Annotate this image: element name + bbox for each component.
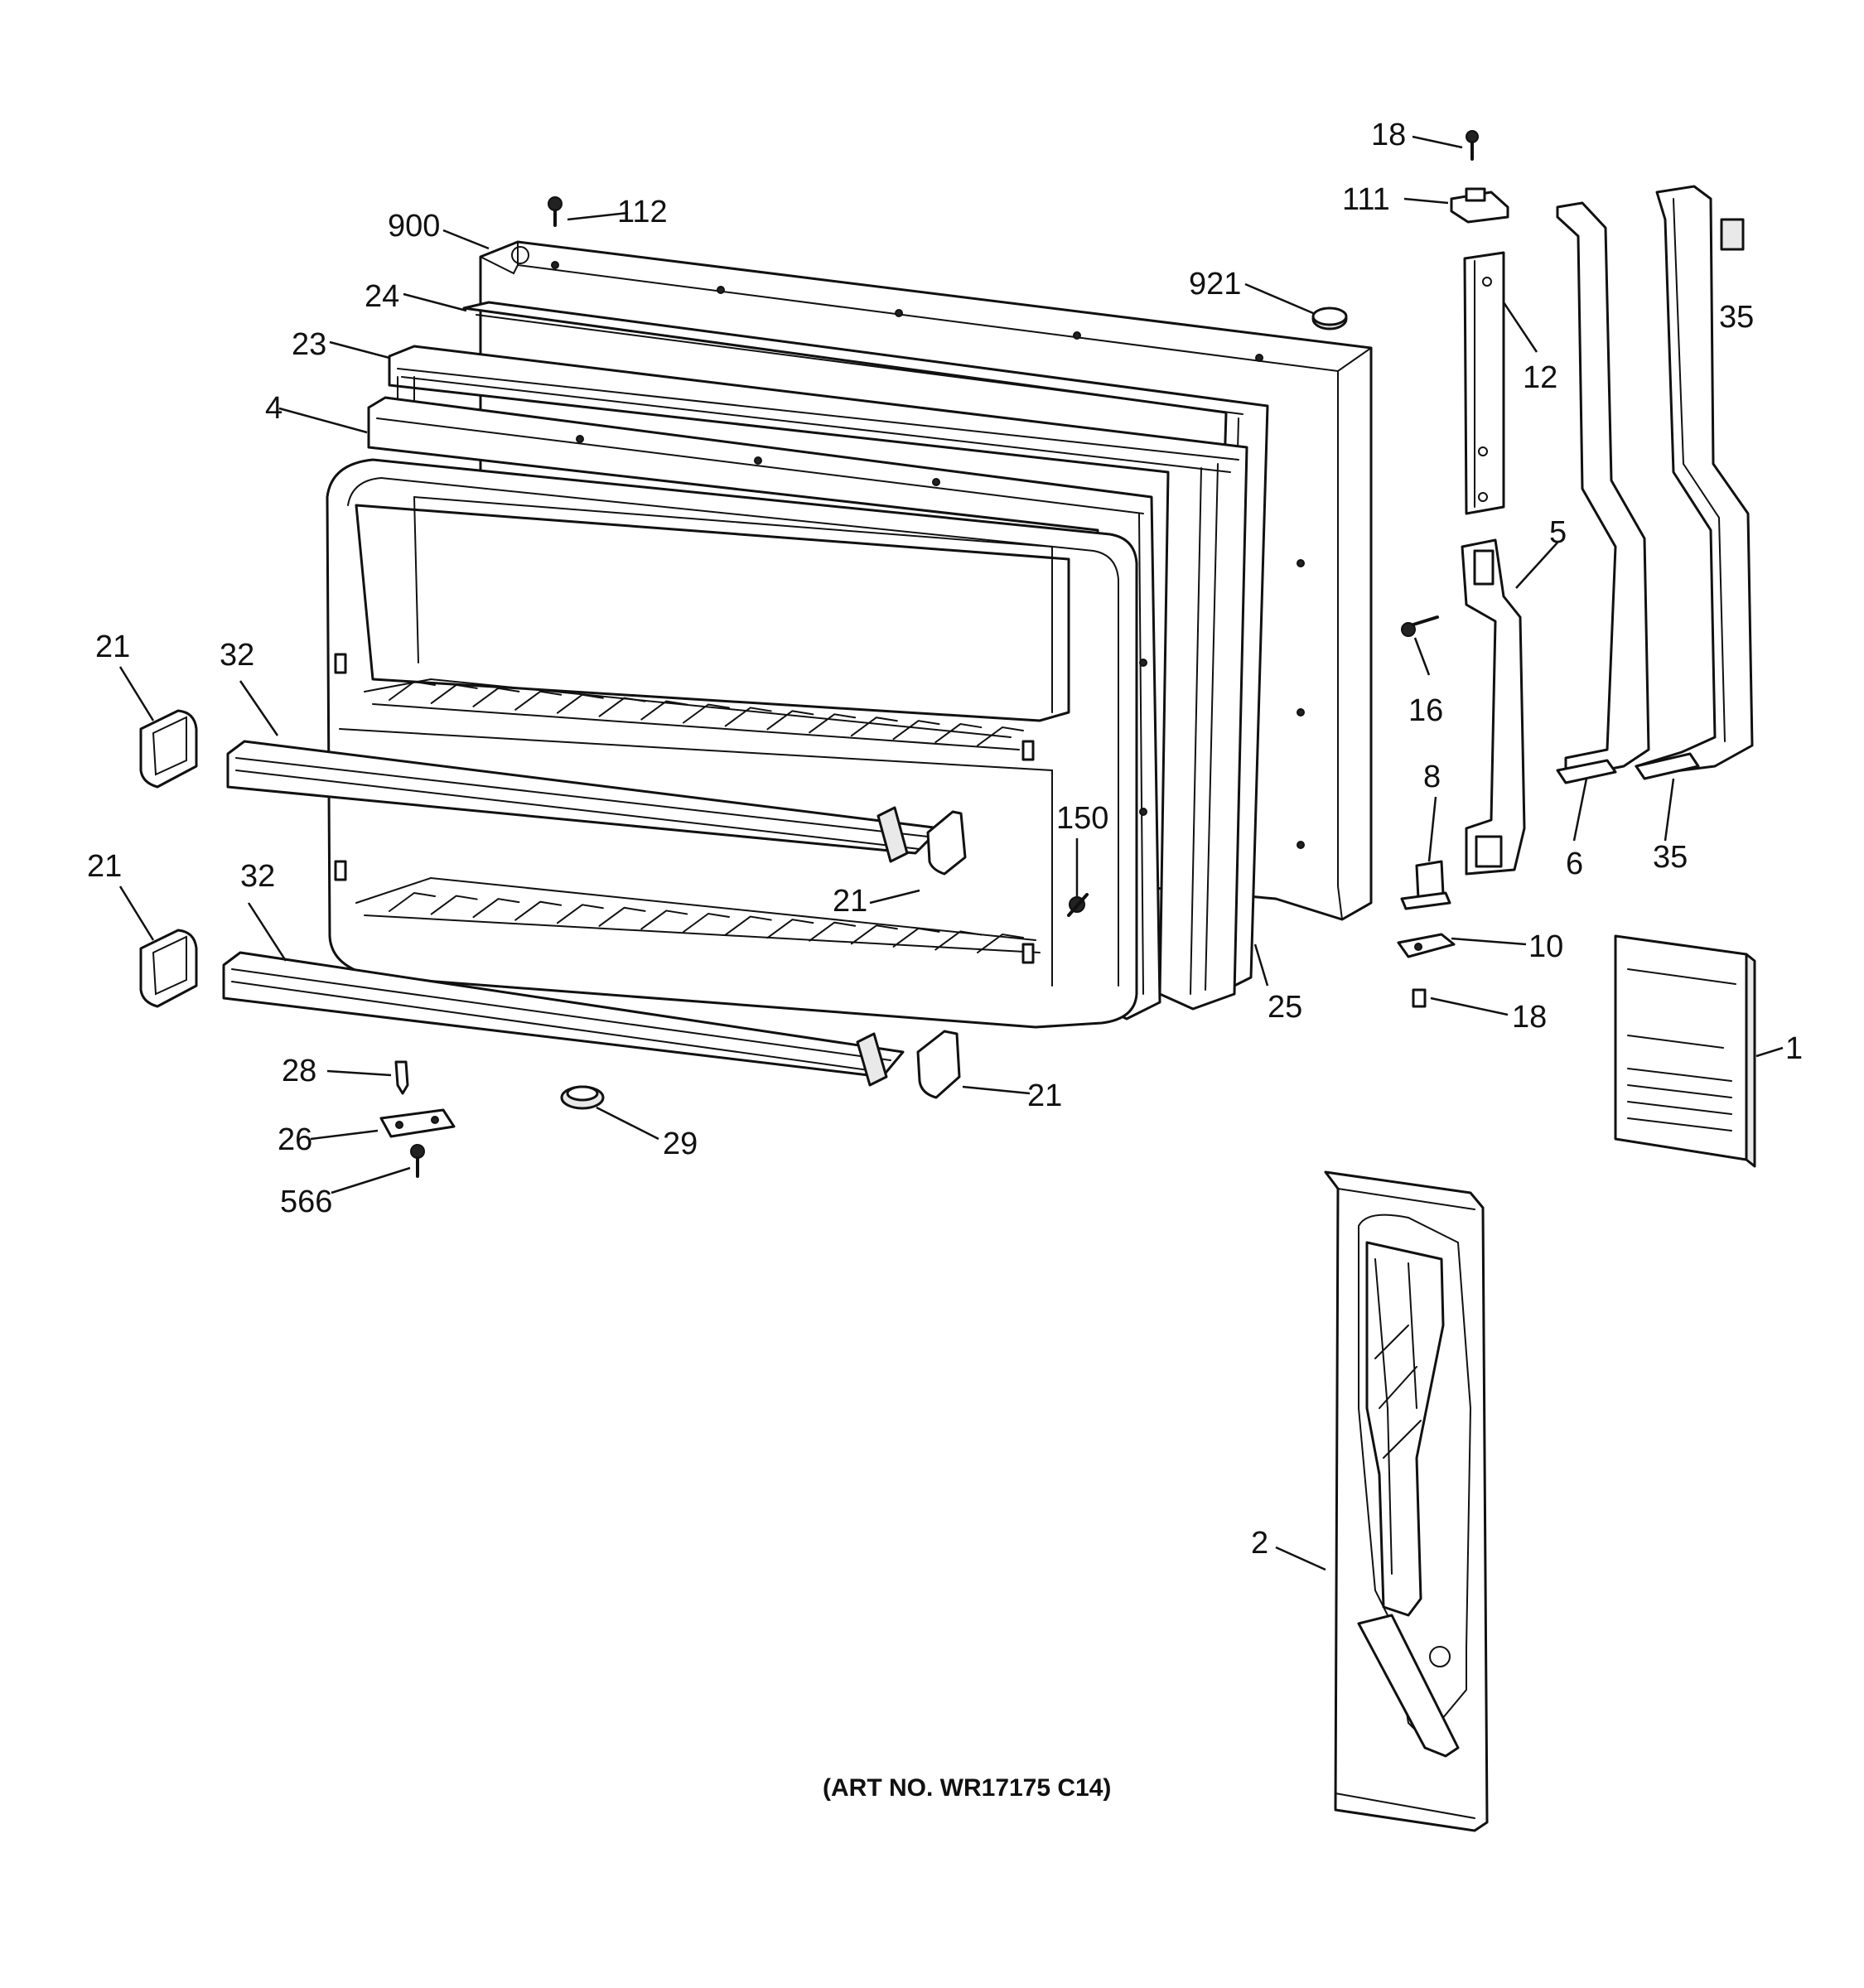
shelf-ridge xyxy=(389,680,436,701)
callout-32-lower: 32 xyxy=(240,859,275,894)
callout-1: 1 xyxy=(1785,1031,1803,1066)
screw-566-icon xyxy=(410,1144,425,1178)
shelf-ridge xyxy=(683,912,730,933)
shelf-ridge xyxy=(850,924,898,945)
shelf-ridge xyxy=(809,713,857,734)
callout-35-top: 35 xyxy=(1719,300,1754,335)
upper-shelf-ridges xyxy=(364,678,1020,750)
callout-10: 10 xyxy=(1528,929,1563,964)
plug-button xyxy=(1311,306,1348,331)
shelf-ridge xyxy=(766,710,814,731)
liner-frame xyxy=(367,396,1161,1021)
callout-12: 12 xyxy=(1523,360,1557,395)
callout-6: 6 xyxy=(1566,847,1583,881)
callout-21-left-upper: 21 xyxy=(95,630,130,664)
shelf-ridge xyxy=(556,904,604,924)
shelf-ridge xyxy=(430,683,478,704)
screw-18-bottom-icon xyxy=(1412,988,1427,1008)
shelf-bar-lower xyxy=(222,951,905,1087)
door-liner xyxy=(326,458,1138,1029)
callout-21-left-lower: 21 xyxy=(87,849,122,884)
shelf-ridge xyxy=(556,693,604,714)
end-cap-left-lower xyxy=(139,929,198,1008)
callout-28: 28 xyxy=(282,1054,316,1088)
callout-29: 29 xyxy=(663,1127,698,1161)
shelf-ridge xyxy=(724,707,772,727)
callout-21-right-lower: 21 xyxy=(1027,1078,1062,1113)
callout-labels: 18 111 112 900 921 24 23 4 12 35 5 16 8 … xyxy=(87,118,1803,1561)
callout-2: 2 xyxy=(1251,1526,1268,1561)
end-cap-right-upper xyxy=(926,810,967,876)
shelf-ridge xyxy=(809,921,857,942)
plate-10 xyxy=(1397,933,1456,958)
stop-8 xyxy=(1400,860,1451,910)
screw-18-top-icon xyxy=(1466,130,1479,161)
shelf-ridge xyxy=(724,915,772,936)
callout-24: 24 xyxy=(365,279,399,314)
shelf-ridge xyxy=(766,919,814,939)
callout-566: 566 xyxy=(280,1185,332,1219)
shelf-ridge xyxy=(683,703,730,724)
callout-35-bottom: 35 xyxy=(1653,840,1688,875)
callout-900: 900 xyxy=(388,209,440,244)
callout-4: 4 xyxy=(265,391,282,426)
shelf-ridge xyxy=(850,717,898,737)
pin-28-icon xyxy=(394,1060,409,1095)
callout-26: 26 xyxy=(278,1122,312,1157)
shelf-ridge-set-upper xyxy=(389,680,1024,746)
shelf-ridge xyxy=(892,720,940,741)
leader-lines xyxy=(118,135,1784,1571)
shelf-ridge xyxy=(977,726,1024,746)
callout-8: 8 xyxy=(1423,760,1441,794)
callout-5: 5 xyxy=(1549,515,1567,550)
screw-150-icon xyxy=(1067,893,1089,917)
callout-23: 23 xyxy=(292,327,326,362)
callout-21-right-upper: 21 xyxy=(833,884,867,919)
door-handle-6 xyxy=(1556,201,1650,784)
callout-18-top: 18 xyxy=(1371,118,1406,152)
shelf-ridge xyxy=(640,910,688,930)
shelf-ridge xyxy=(640,700,688,721)
callout-921: 921 xyxy=(1189,267,1241,302)
screw-16-icon xyxy=(1401,615,1439,637)
callout-16: 16 xyxy=(1408,693,1443,728)
art-number-caption: (ART NO. WR17175 C14) xyxy=(823,1774,1111,1802)
hinge-bar-12 xyxy=(1463,251,1505,515)
screw-112-icon xyxy=(548,196,563,227)
breaker-frame xyxy=(388,345,1248,1011)
door-handle-35 xyxy=(1635,185,1754,780)
bushing-29-icon xyxy=(560,1085,605,1110)
shelf-bar-upper xyxy=(226,740,942,863)
shelf-ridge xyxy=(892,927,940,948)
hinge-bracket-5 xyxy=(1461,538,1526,876)
shelf-ridge xyxy=(977,933,1024,953)
shelf-ridge xyxy=(430,895,478,915)
callout-111: 111 xyxy=(1342,182,1390,217)
end-cap-right-lower xyxy=(916,1030,961,1099)
callout-25: 25 xyxy=(1268,990,1302,1025)
handle-cap-35 xyxy=(1720,218,1745,251)
shelf-ridge xyxy=(514,900,563,921)
shelf-ridge xyxy=(472,687,520,707)
callout-18-bottom: 18 xyxy=(1512,1000,1547,1035)
shelf-ridge xyxy=(934,723,983,744)
shelf-ridge xyxy=(389,891,436,912)
owner-manual-1 xyxy=(1614,934,1756,1168)
callout-150: 150 xyxy=(1056,801,1108,836)
end-cap-left-upper xyxy=(139,709,198,789)
shelf-ridge xyxy=(934,930,983,951)
callout-32-upper: 32 xyxy=(220,638,254,673)
hinge-plate-26 xyxy=(379,1108,456,1138)
callout-112: 112 xyxy=(617,195,668,229)
shelf-ridge xyxy=(598,906,646,927)
bracket-111 xyxy=(1450,187,1509,224)
shelf-ridge xyxy=(598,697,646,717)
shelf-ridge xyxy=(514,690,563,711)
door-insulation-panel-2 xyxy=(1324,1170,1489,1832)
shelf-ridge xyxy=(472,898,520,919)
shelf-ridge-set-lower xyxy=(389,891,1024,953)
